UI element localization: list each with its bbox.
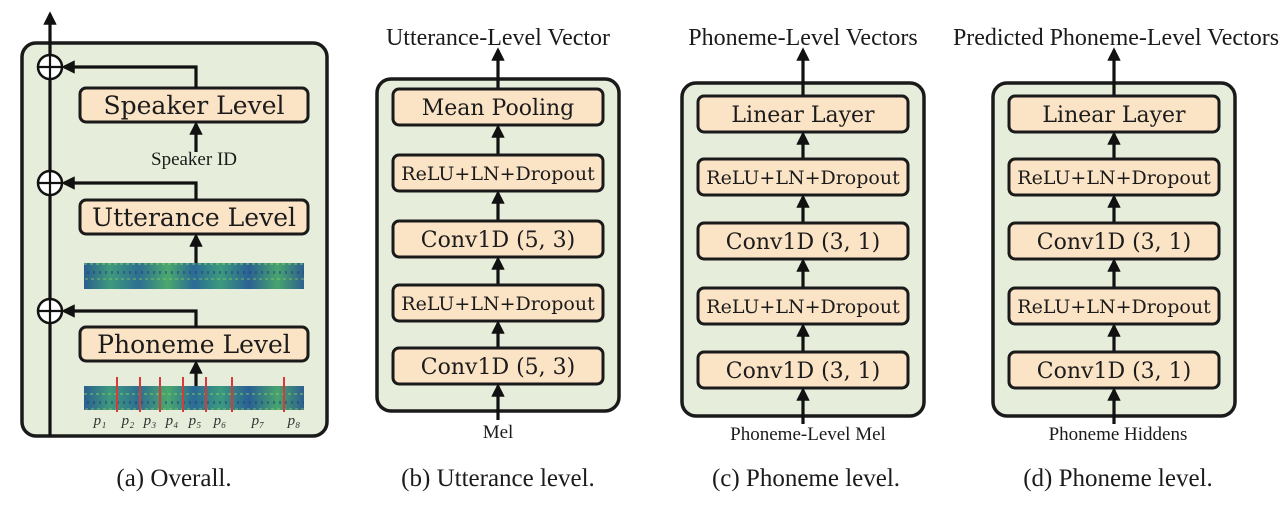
panel-b-input-label: Mel: [483, 422, 514, 443]
panel-d-block-2-label: ReLU+LN+Dropout: [1017, 167, 1211, 189]
panel-b-utterance: Utterance-Level Vector Mean Pooling ReLU…: [375, 25, 621, 492]
phoneme-label-8: p₈: [287, 413, 301, 429]
panel-b-block-1-label: Mean Pooling: [422, 96, 575, 121]
phoneme-level-label: Phoneme Level: [97, 330, 291, 359]
panel-a-overall: Speaker Level Speaker ID Utterance Level…: [20, 11, 329, 492]
panel-b-block-5-label: Conv1D (5, 3): [421, 355, 575, 380]
speaker-level-label: Speaker Level: [104, 91, 285, 120]
utterance-spectrogram: [84, 263, 304, 289]
phoneme-spectrogram: [84, 377, 304, 412]
speaker-level-out-arrow: [61, 60, 198, 88]
panel-d-phoneme-predictor: Predicted Phoneme-Level Vectors Linear L…: [953, 25, 1279, 492]
panel-d-block-4-label: ReLU+LN+Dropout: [1017, 296, 1211, 318]
panel-d-block-5-label: Conv1D (3, 1): [1037, 359, 1191, 384]
panel-c-input-label: Phoneme-Level Mel: [730, 424, 886, 445]
phoneme-level-out-arrow: [61, 304, 198, 327]
panel-b-block-3-label: Conv1D (5, 3): [421, 228, 575, 253]
sum-node-speaker: [36, 53, 64, 81]
panel-d-block-3-label: Conv1D (3, 1): [1037, 230, 1191, 255]
sum-node-phoneme: [36, 297, 64, 325]
phoneme-label-4: p₄: [165, 413, 179, 429]
phoneme-label-3: p₃: [143, 413, 157, 429]
panel-c-block-4-label: ReLU+LN+Dropout: [706, 296, 900, 318]
panel-c-output-label: Phoneme-Level Vectors: [688, 25, 918, 51]
panel-b-block-4-label: ReLU+LN+Dropout: [401, 293, 595, 315]
caption-b: (b) Utterance level.: [401, 465, 595, 492]
phoneme-label-7: p₇: [251, 413, 265, 429]
panel-b-block-2-label: ReLU+LN+Dropout: [401, 163, 595, 185]
phoneme-boundary-lines: [116, 377, 285, 412]
caption-a: (a) Overall.: [116, 465, 231, 492]
phoneme-label-6: p₆: [213, 413, 227, 429]
panel-c-block-1-label: Linear Layer: [731, 103, 875, 128]
phoneme-label-1: p₁: [93, 413, 107, 429]
panel-d-output-label: Predicted Phoneme-Level Vectors: [953, 25, 1279, 51]
utterance-level-out-arrow: [61, 176, 198, 200]
panel-d-block-1-label: Linear Layer: [1042, 103, 1186, 128]
panel-b-output-label: Utterance-Level Vector: [386, 25, 610, 51]
panel-c-phoneme: Phoneme-Level Vectors Linear Layer ReLU+…: [680, 25, 926, 492]
phoneme-label-5: p₅: [188, 413, 202, 429]
caption-c: (c) Phoneme level.: [712, 465, 900, 492]
sum-node-utterance: [36, 169, 64, 197]
panel-c-block-3-label: Conv1D (3, 1): [726, 230, 880, 255]
phoneme-label-2: p₂: [121, 413, 135, 429]
utterance-level-label: Utterance Level: [92, 203, 296, 232]
panel-d-input-label: Phoneme Hiddens: [1049, 424, 1188, 445]
speaker-id-label: Speaker ID: [151, 149, 237, 170]
panel-c-block-5-label: Conv1D (3, 1): [726, 359, 880, 384]
phoneme-labels: p₁ p₂ p₃ p₄ p₅ p₆ p₇ p₈: [93, 413, 301, 429]
caption-d: (d) Phoneme level.: [1023, 465, 1213, 492]
panel-c-block-2-label: ReLU+LN+Dropout: [706, 167, 900, 189]
